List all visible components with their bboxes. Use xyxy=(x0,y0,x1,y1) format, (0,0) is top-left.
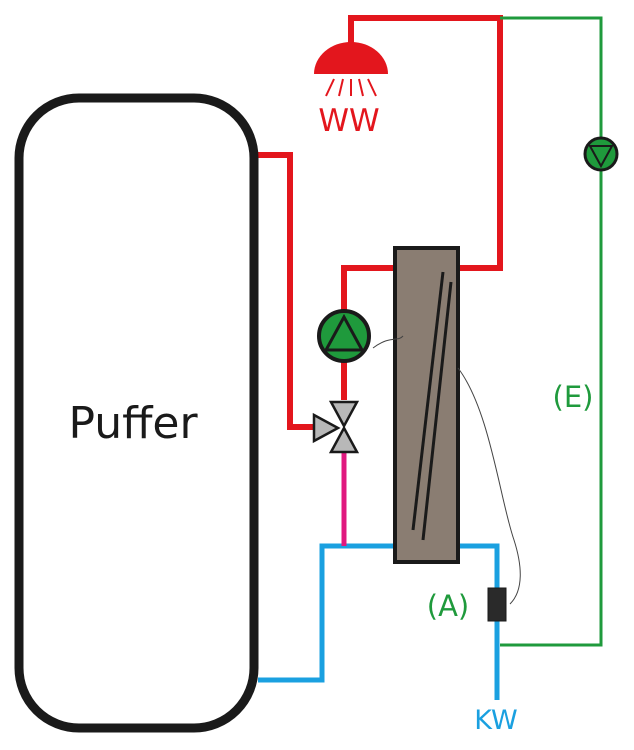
three-way-valve-icon xyxy=(312,400,360,454)
sensor-signal-wire xyxy=(457,367,521,605)
circulation-label: (E) xyxy=(553,380,594,414)
cold-pipe-return-to-tank xyxy=(258,543,395,683)
cold-pipe-inlet xyxy=(458,543,500,700)
cold-water-pipes xyxy=(258,543,500,700)
pump-control-wire xyxy=(372,335,404,349)
hot-water-pipes xyxy=(258,15,503,430)
cold-water-label: KW xyxy=(474,705,517,736)
circulation-pipes xyxy=(500,16,603,647)
sensor-wires xyxy=(372,335,521,605)
buffer-tank xyxy=(14,93,259,733)
hot-water-label: WW xyxy=(318,103,379,139)
pump-icon xyxy=(317,309,371,363)
circulation-pipe xyxy=(500,16,603,647)
sensor-label: (A) xyxy=(427,589,469,623)
shower-icon xyxy=(314,42,388,97)
tank-label: Puffer xyxy=(68,398,198,449)
heat-exchanger-icon xyxy=(393,246,460,564)
flow-sensor-icon xyxy=(487,587,507,622)
hot-pipe-from-tank xyxy=(258,152,316,430)
circulation-pump-icon xyxy=(583,136,619,172)
